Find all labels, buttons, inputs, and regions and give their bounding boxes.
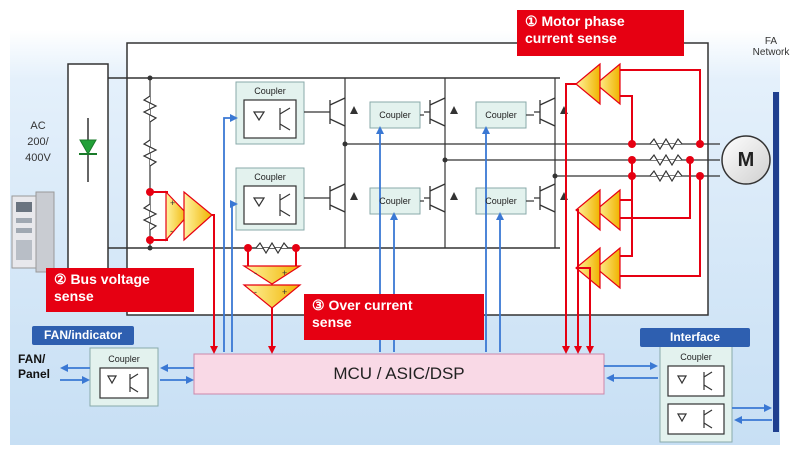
coupler-label: Coupler (379, 196, 411, 206)
fa-network-label-line1: FA (764, 36, 778, 47)
gate-coupler (475, 187, 527, 215)
junction-dot (342, 141, 348, 147)
motor-label: M (737, 149, 755, 171)
ac-label-line3: 400V (25, 152, 51, 164)
coupler-label: Coupler (108, 354, 140, 364)
fan-indicator-tag: FAN/indicator (32, 326, 134, 345)
junction-dot (147, 75, 153, 81)
motor-icon (721, 135, 771, 185)
gate-coupler (475, 101, 527, 129)
mcu-label: MCU / ASIC/DSP (333, 364, 465, 383)
ac-label-line2: 200/ (27, 136, 49, 148)
interface-tag: Interface (640, 328, 750, 347)
interface-signal-lines (604, 362, 772, 424)
resistor-icon (142, 95, 158, 123)
motor-phase-callout: ① Motor phase current sense (517, 10, 684, 56)
over-current-callout-line2: sense (312, 314, 352, 330)
resistor-icon (142, 203, 158, 231)
fa-network-bar (773, 92, 779, 432)
mcu-block (193, 353, 605, 395)
bus-voltage-callout-line1: ② Bus voltage (54, 271, 150, 287)
phase-current-signal (562, 83, 594, 354)
resistor-icon (142, 139, 158, 167)
shunt-resistor-icon (255, 241, 289, 255)
junction-dot (442, 157, 448, 163)
phase-shunt-icon (649, 137, 683, 151)
bus-voltage-amplifier-icon: + - (165, 190, 213, 242)
gate-coupler (235, 81, 305, 145)
over-current-comparator-icon: - + - + (241, 265, 303, 309)
svg-text:+: + (282, 287, 287, 297)
fa-network-label: FA Network (748, 36, 794, 58)
coupler-label: Coupler (379, 110, 411, 120)
coupler-label: Coupler (485, 196, 517, 206)
svg-text:-: - (254, 268, 257, 278)
fan-panel-label: FAN/ Panel (18, 352, 50, 382)
fan-panel-label-line1: FAN/ (18, 352, 46, 366)
phase-shunt-icon (649, 153, 683, 167)
bus-voltage-callout: ② Bus voltage sense (46, 268, 194, 312)
coupler-label: Coupler (485, 110, 517, 120)
ac-label-line1: AC (30, 120, 46, 132)
svg-text:-: - (170, 226, 173, 236)
gate-coupler (369, 187, 421, 215)
bus-voltage-callout-line2: sense (54, 288, 94, 304)
gate-wire (420, 114, 534, 202)
coupler-label: Coupler (254, 172, 286, 182)
fan-coupler (89, 347, 159, 407)
over-current-callout-line1: ③ Over current (312, 297, 413, 313)
svg-text:+: + (170, 198, 175, 208)
diode-icon (79, 139, 97, 156)
sense-node (146, 188, 154, 196)
svg-text:-: - (254, 287, 257, 297)
phase-sense-wiring (616, 69, 701, 277)
interface-coupler (659, 345, 733, 443)
coupler-label: Coupler (680, 352, 712, 362)
fan-signal-lines (60, 364, 194, 384)
fa-network-label-line2: Network (752, 47, 790, 58)
junction-dot (147, 245, 153, 251)
gate-coupler (235, 167, 305, 231)
junction-dot (552, 173, 558, 179)
fan-panel-label-line2: Panel (18, 367, 51, 381)
ac-input-label: AC 200/ 400V (20, 118, 56, 166)
gate-coupler (369, 101, 421, 129)
coupler-label: Coupler (254, 86, 286, 96)
bus-voltage-signal (210, 214, 218, 354)
servo-drive-icon (11, 191, 55, 273)
igbt-icon (324, 97, 556, 213)
phase-shunt-icon (649, 169, 683, 183)
over-current-callout: ③ Over current sense (304, 294, 484, 340)
sense-node (146, 236, 154, 244)
motor-phase-callout-line1: ① Motor phase (525, 13, 625, 29)
motor-phase-callout-line2: current sense (525, 30, 617, 46)
svg-text:+: + (282, 268, 287, 278)
